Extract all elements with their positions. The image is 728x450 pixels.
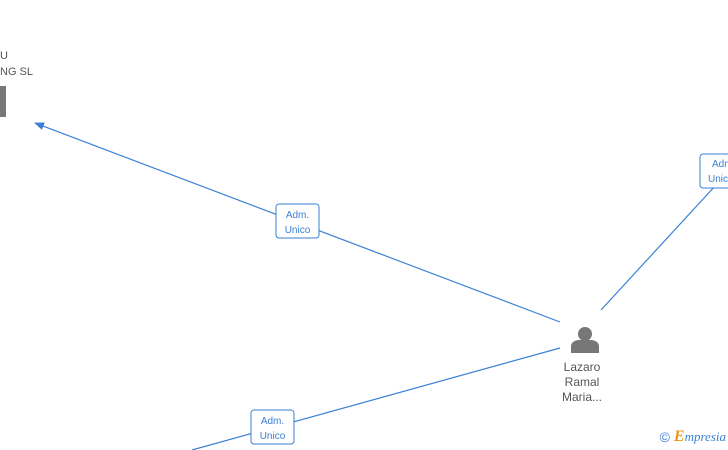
- company-building-icon: [0, 86, 6, 117]
- edge-label-bottom-line2: Unico: [260, 431, 286, 442]
- edge-label-bottom-line1: Adm.: [261, 416, 284, 427]
- copyright-icon: ©: [659, 429, 670, 445]
- edge-label-company-line2: Unico: [285, 225, 311, 236]
- edge-label-company[interactable]: Adm. Unico: [275, 203, 320, 239]
- person-name-line3: Maria...: [562, 390, 602, 404]
- company-name-line1: U: [0, 50, 8, 62]
- edge-label-right[interactable]: Adm Unico: [699, 153, 728, 189]
- brand-rest: mpresia: [684, 429, 726, 444]
- empresia-watermark: © Empresia: [660, 428, 726, 446]
- brand-initial: E: [673, 428, 685, 445]
- company-node[interactable]: U NG SL: [0, 50, 33, 117]
- edge-label-right-line2: Unico: [708, 174, 728, 185]
- person-node[interactable]: Lazaro Ramal Maria...: [562, 327, 602, 404]
- person-name-line2: Ramal: [565, 375, 600, 389]
- company-name-line2: NG SL: [0, 66, 33, 78]
- edge-label-bottom[interactable]: Adm. Unico: [250, 409, 295, 445]
- person-icon: [571, 327, 599, 353]
- person-name-line1: Lazaro: [564, 360, 601, 374]
- edge-person-to-bottom: [191, 347, 561, 450]
- edge-label-company-line1: Adm.: [286, 210, 309, 221]
- brand-logo: Empresia: [674, 428, 726, 446]
- edge-label-right-line1: Adm: [712, 159, 728, 170]
- edge-person-to-right: [600, 184, 717, 311]
